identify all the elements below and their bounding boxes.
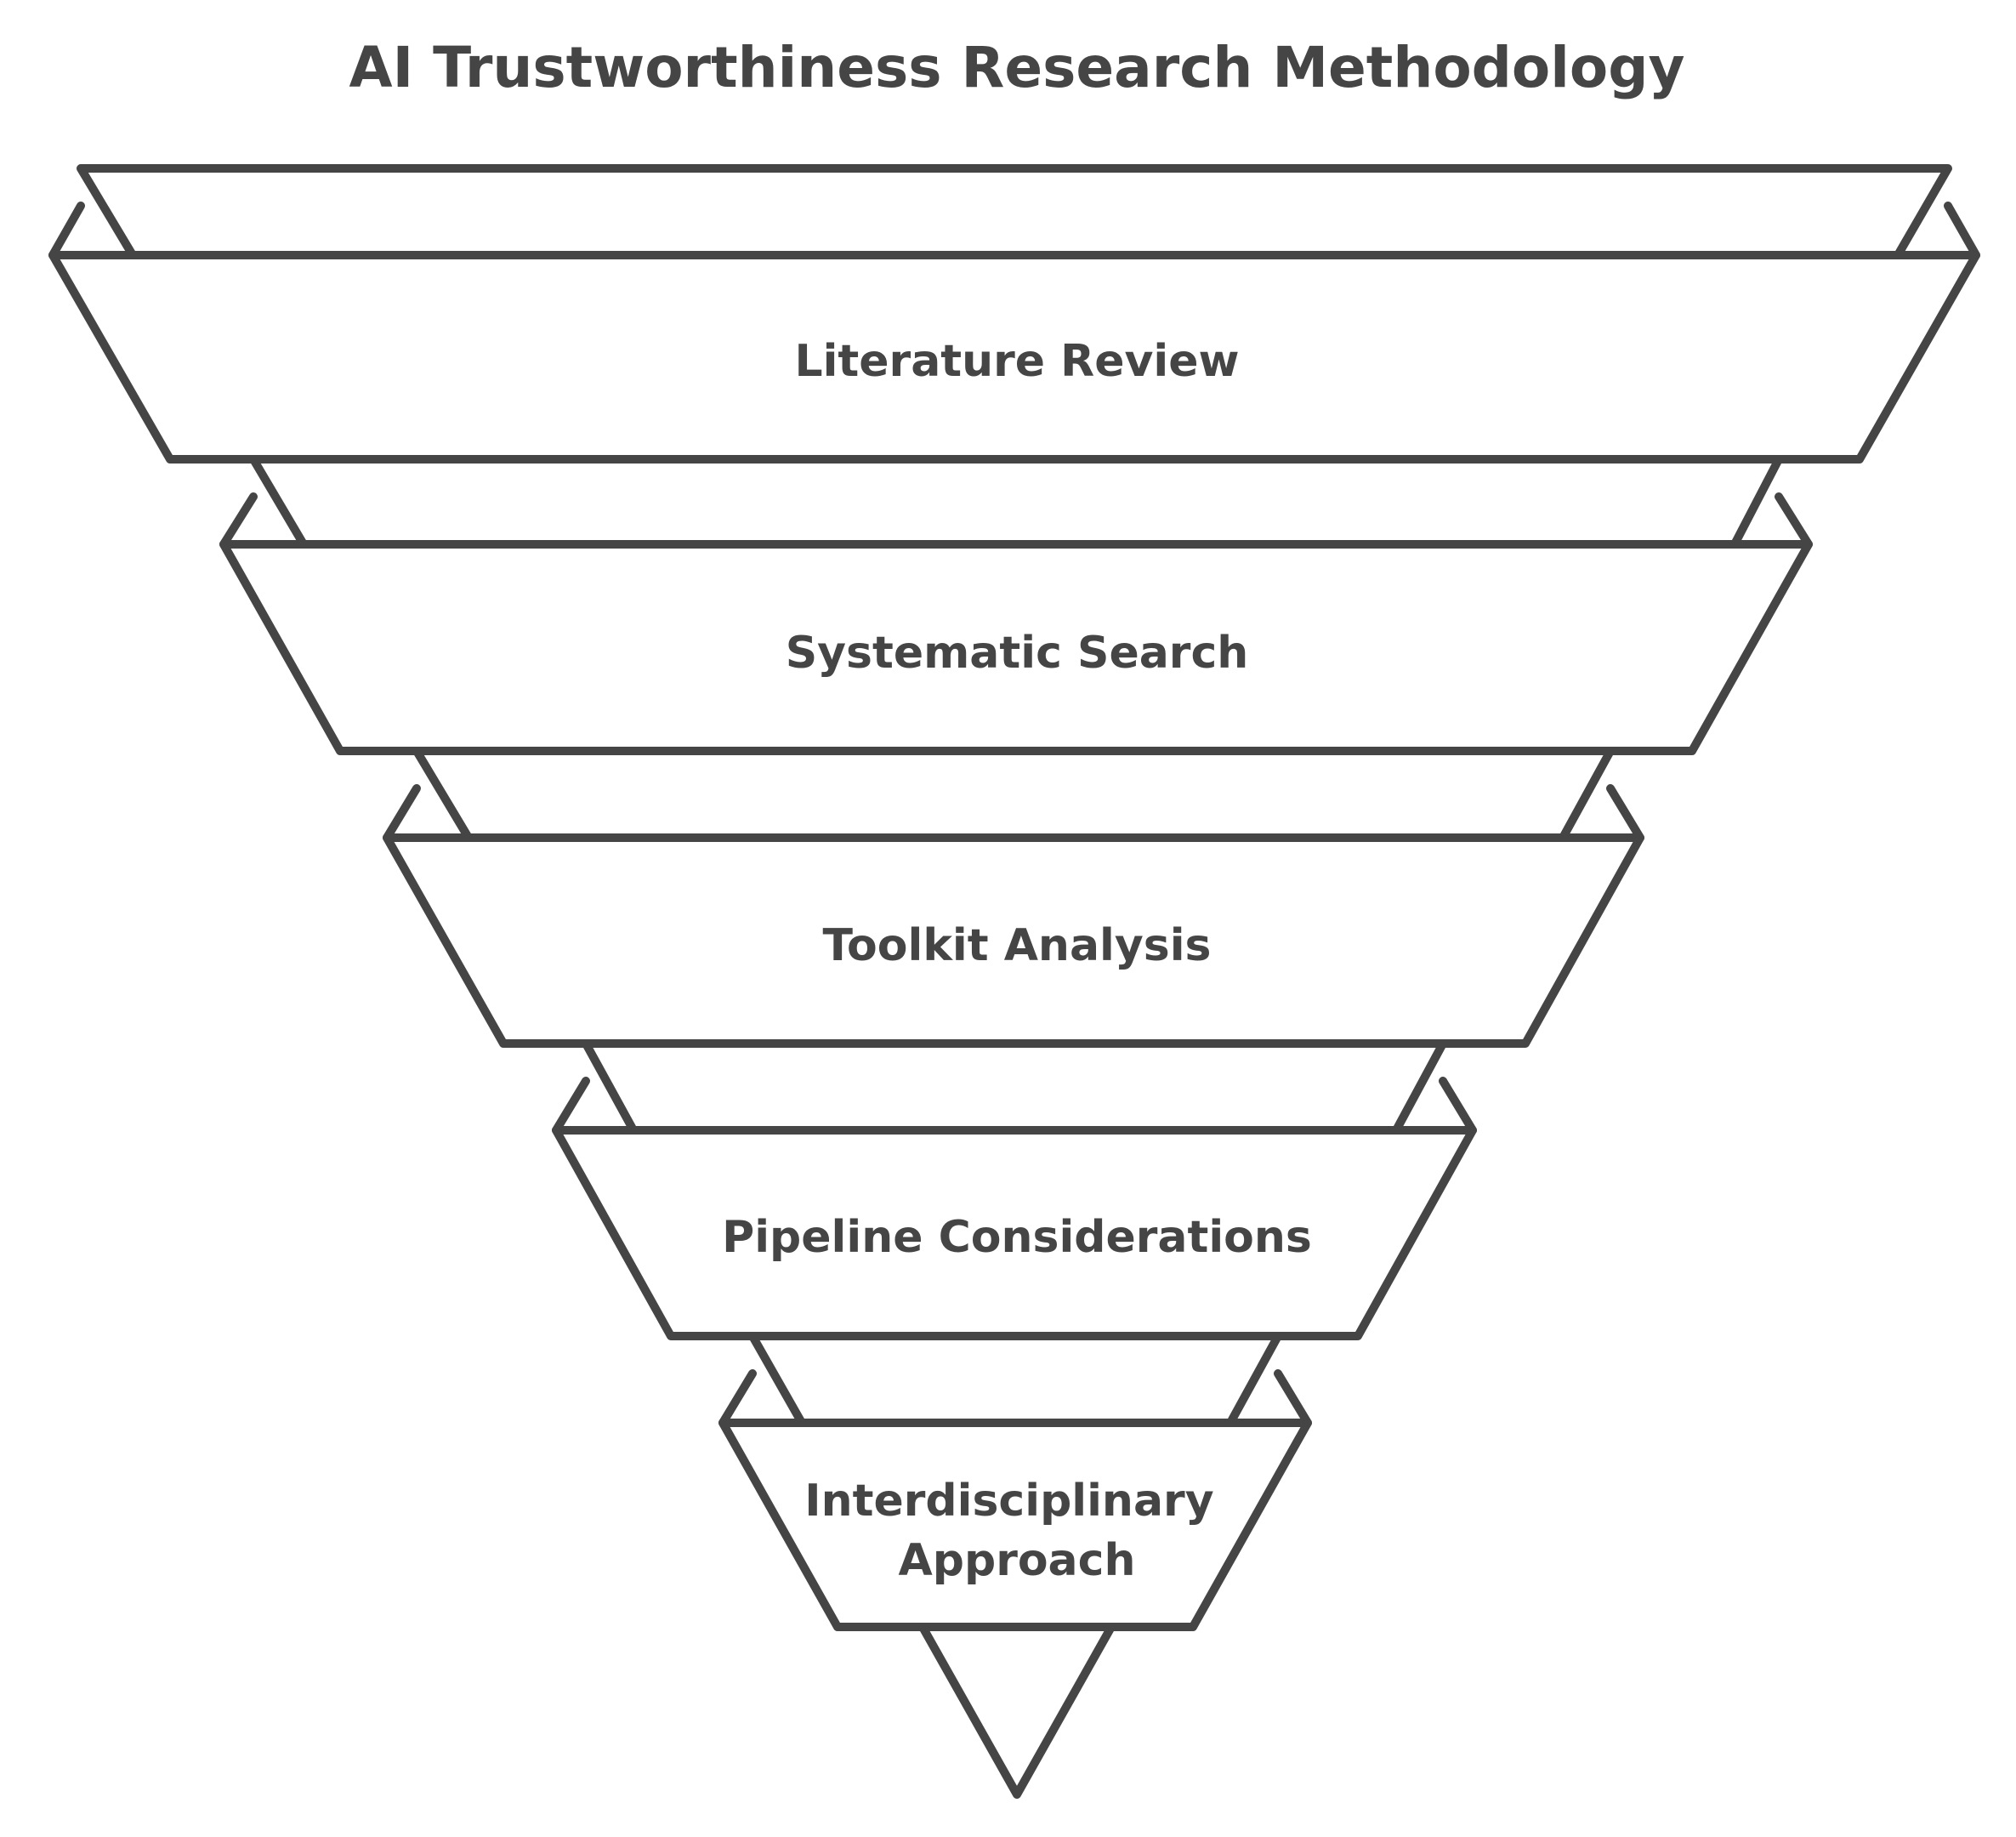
funnel-connector-2 <box>383 747 1644 842</box>
stage-2-band <box>219 540 1813 755</box>
stage-1-label: Literature Review <box>794 336 1239 387</box>
stage-5-label: Interdisciplinary Approach <box>804 1476 1229 1586</box>
stage-4-label: Pipeline Considerations <box>722 1212 1312 1263</box>
stage-1-band <box>48 251 1980 464</box>
stage-5-label-line-2: Approach <box>899 1535 1136 1586</box>
stage-4-label-line: Pipeline Considerations <box>722 1212 1312 1263</box>
funnel-connector-1 <box>219 455 1813 549</box>
diagram-title: AI Trustworthiness Research Methodology <box>349 35 1684 100</box>
stage-5-band <box>718 1419 1312 1631</box>
funnel-stage-literature-review: Literature Review <box>48 251 1980 464</box>
stage-3-label: Toolkit Analysis <box>822 920 1211 971</box>
stage-2-label: Systematic Search <box>786 628 1249 679</box>
funnel-stage-systematic-search: Systematic Search <box>219 540 1813 755</box>
funnel-tip <box>918 1623 1116 1799</box>
funnel-stage-interdisciplinary-approach: Interdisciplinary Approach <box>718 1419 1312 1631</box>
stage-3-label-line: Toolkit Analysis <box>822 920 1211 971</box>
funnel-stage-toolkit-analysis: Toolkit Analysis <box>383 833 1644 1048</box>
funnel-top-band <box>48 164 1980 259</box>
stage-2-label-line: Systematic Search <box>786 628 1249 679</box>
stage-1-label-line: Literature Review <box>794 336 1239 387</box>
funnel-stage-pipeline-considerations: Pipeline Considerations <box>552 1126 1477 1340</box>
stage-3-band <box>383 833 1644 1048</box>
stage-5-label-line-1: Interdisciplinary <box>804 1476 1213 1527</box>
funnel-connector-4 <box>718 1332 1312 1427</box>
funnel-connector-3 <box>552 1039 1477 1135</box>
stage-4-band <box>552 1126 1477 1340</box>
